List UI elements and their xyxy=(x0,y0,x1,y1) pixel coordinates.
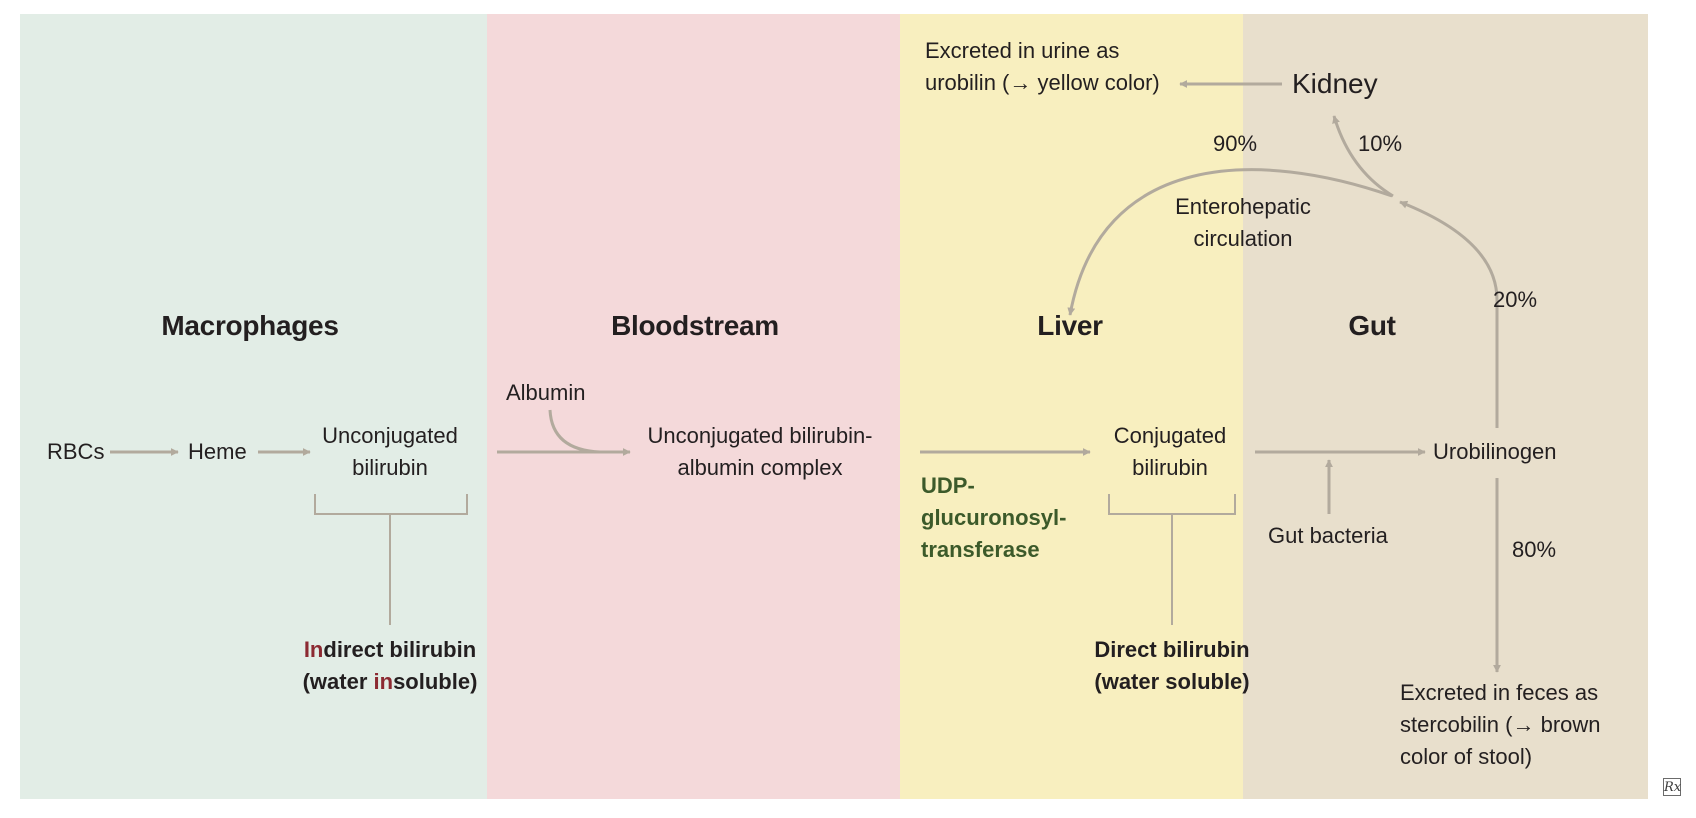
gut-panel xyxy=(1243,14,1648,799)
rx-logo-icon: Rx xyxy=(1663,778,1682,796)
enzyme-label: UDP- glucuronosyl- transferase xyxy=(921,473,1067,562)
bracket-indirect xyxy=(314,494,468,515)
gut-bacteria-label: Gut bacteria xyxy=(1268,523,1388,548)
arrow-enterohepatic xyxy=(1067,168,1393,316)
percent-90-label: 90% xyxy=(1213,131,1258,156)
bracket-direct xyxy=(1108,494,1236,515)
liver-heading: Liver xyxy=(1037,310,1103,341)
percent-10-label: 10% xyxy=(1358,131,1403,156)
unconjugated-bilirubin-label: Unconjugated bilirubin xyxy=(322,423,458,480)
arrow-albumin xyxy=(548,409,601,454)
urobilinogen-label: Urobilinogen xyxy=(1433,439,1557,464)
bloodstream-heading: Bloodstream xyxy=(611,310,779,341)
enterohepatic-label: Enterohepatic circulation xyxy=(1175,194,1311,251)
conjugated-bilirubin-label: Conjugated bilirubin xyxy=(1113,423,1227,480)
indirect-bilirubin-label: Indirect bilirubin (water insoluble) xyxy=(302,637,478,694)
urine-excretion-label: Excreted in urine as urobilin (→ yellow … xyxy=(925,38,1160,95)
bloodstream-panel xyxy=(487,14,900,799)
arrow-to-kidney xyxy=(1332,115,1394,198)
kidney-label: Kidney xyxy=(1292,68,1378,99)
bilirubin-albumin-complex-label: Unconjugated bilirubin- albumin complex xyxy=(647,423,873,480)
percent-80-label: 80% xyxy=(1512,537,1557,562)
direct-bilirubin-label: Direct bilirubin (water soluble) xyxy=(1094,637,1250,694)
arrow-urobilinogen-up xyxy=(1399,200,1499,428)
gut-heading: Gut xyxy=(1348,310,1396,341)
feces-excretion-label: Excreted in feces as stercobilin (→ brow… xyxy=(1400,680,1601,769)
albumin-label: Albumin xyxy=(506,380,586,405)
rbcs-label: RBCs xyxy=(47,439,105,464)
macrophages-panel xyxy=(20,14,487,799)
heme-label: Heme xyxy=(188,439,247,464)
percent-20-label: 20% xyxy=(1493,287,1538,312)
macrophages-heading: Macrophages xyxy=(161,310,339,341)
liver-panel xyxy=(900,14,1243,799)
